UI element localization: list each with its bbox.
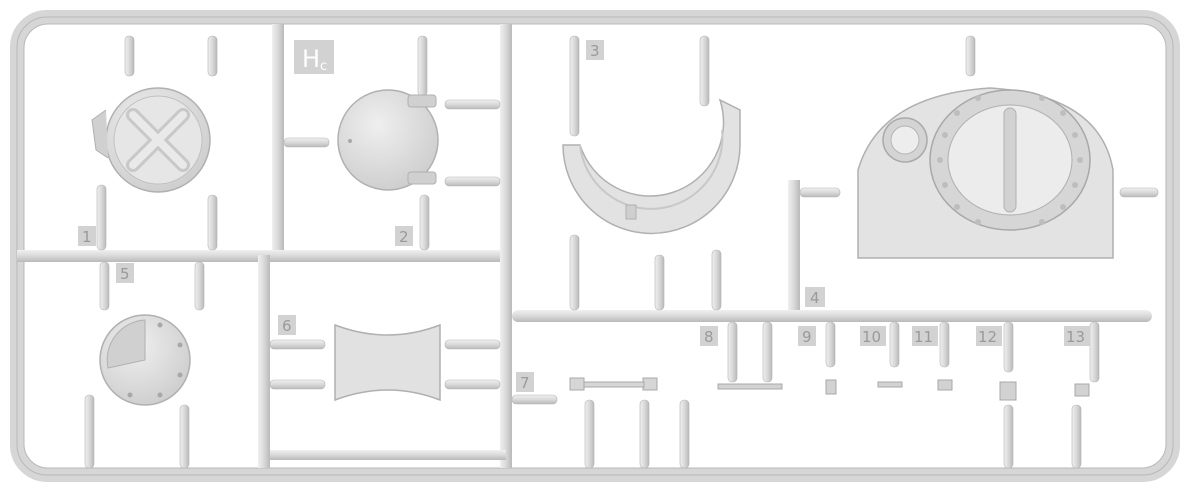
gate-stubs bbox=[84, 35, 1100, 469]
sprue-letter: H bbox=[302, 45, 320, 73]
label-part-3: 3 bbox=[590, 42, 600, 60]
part-4-turret-plate bbox=[857, 87, 1114, 259]
part-7-bracket bbox=[569, 377, 658, 391]
label-part-1: 1 bbox=[82, 228, 92, 246]
label-part-12: 12 bbox=[978, 328, 997, 346]
small-parts bbox=[717, 379, 1090, 401]
part-3-ring bbox=[562, 98, 741, 235]
label-part-2: 2 bbox=[399, 228, 409, 246]
sprue-letter-sub: c bbox=[320, 59, 327, 74]
label-part-6: 6 bbox=[282, 317, 292, 335]
label-part-13: 13 bbox=[1066, 328, 1085, 346]
label-part-8: 8 bbox=[704, 328, 714, 346]
label-part-7: 7 bbox=[520, 374, 530, 392]
label-part-11: 11 bbox=[914, 328, 933, 346]
label-part-5: 5 bbox=[120, 265, 130, 283]
label-part-10: 10 bbox=[862, 328, 881, 346]
label-part-4: 4 bbox=[810, 289, 820, 307]
label-part-9: 9 bbox=[802, 328, 812, 346]
part-1-hatch bbox=[91, 87, 211, 193]
part-2-hatch bbox=[337, 89, 439, 191]
part-6-roller bbox=[334, 323, 441, 402]
sprue-runners bbox=[17, 24, 1152, 468]
part-5-plate bbox=[99, 314, 191, 406]
sprue-letter-tag: H c bbox=[294, 40, 334, 74]
part-labels: 1 2 3 4 5 6 7 8 9 10 11 12 13 bbox=[78, 40, 1090, 392]
